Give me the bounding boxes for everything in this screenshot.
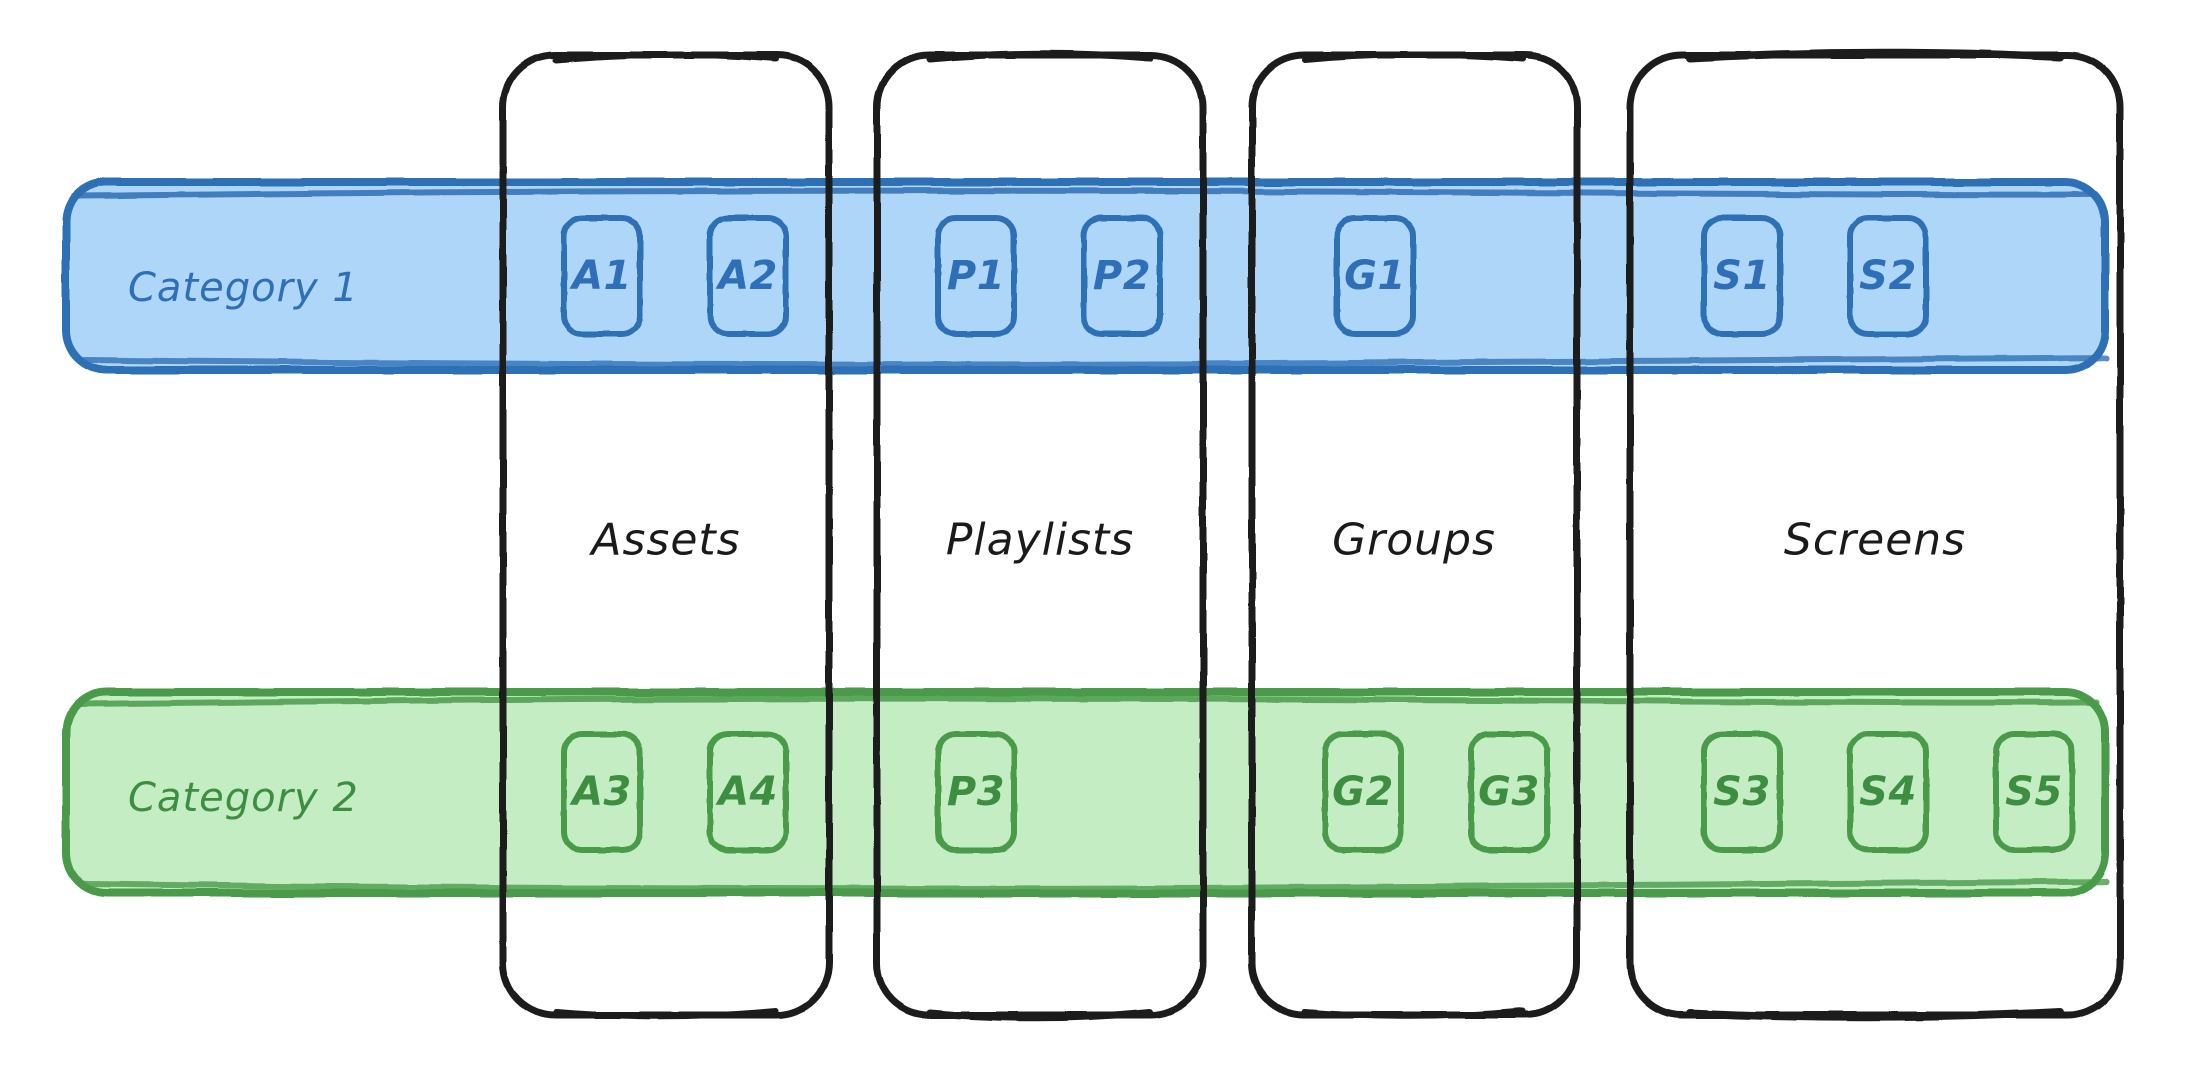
column-playlists-sketch-bottom — [926, 1008, 1154, 1022]
column-playlists-sketch-top — [926, 50, 1154, 63]
column-groups[interactable] — [1248, 51, 1581, 1020]
band-category-2-rect — [62, 688, 2109, 897]
chip-s5-shape[interactable] — [1993, 731, 2075, 853]
chip-group-category-2 — [561, 731, 2075, 853]
chip-a4-shape[interactable] — [707, 731, 789, 853]
chip-label-a3[interactable]: A3 — [572, 769, 632, 815]
chip-label-s1[interactable]: S1 — [1713, 253, 1771, 299]
chip-p2-shape[interactable] — [1081, 215, 1163, 337]
band-label-category-2: Category 2 — [128, 775, 359, 821]
column-groups-sketch-top — [1302, 51, 1526, 63]
chip-label-s4[interactable]: S4 — [1859, 769, 1917, 815]
chip-label-p3[interactable]: P3 — [946, 769, 1006, 815]
band-label-category-1: Category 1 — [128, 265, 359, 311]
chip-s4-shape[interactable] — [1847, 731, 1929, 853]
chip-label-p1[interactable]: P1 — [946, 253, 1006, 299]
band-category-2-sketch-bottom — [81, 878, 2109, 892]
column-label-assets: Assets — [591, 514, 741, 566]
column-groups-sketch-bottom — [1302, 1008, 1526, 1020]
chip-label-p2[interactable]: P2 — [1092, 253, 1152, 299]
chip-a3-shape[interactable] — [561, 731, 643, 853]
chip-label-s2[interactable]: S2 — [1859, 253, 1917, 299]
chip-label-g3[interactable]: G3 — [1478, 769, 1540, 815]
chip-label-s5[interactable]: S5 — [2005, 769, 2063, 815]
column-assets[interactable] — [499, 51, 833, 1020]
chip-g3-shape[interactable] — [1468, 731, 1550, 853]
chip-label-g1[interactable]: G1 — [1344, 253, 1406, 299]
column-assets-sketch-top — [553, 51, 779, 63]
chip-g2-shape[interactable] — [1322, 731, 1404, 853]
column-label-groups: Groups — [1332, 514, 1496, 566]
column-label-screens: Screens — [1783, 514, 1967, 566]
chip-s1-shape[interactable] — [1701, 215, 1783, 337]
chip-label-a2[interactable]: A2 — [718, 253, 778, 299]
chip-a1-shape[interactable] — [561, 215, 643, 337]
chip-s3-shape[interactable] — [1701, 731, 1783, 853]
band-category-2[interactable] — [62, 688, 2109, 897]
column-label-playlists: Playlists — [945, 514, 1135, 566]
chip-p1-shape[interactable] — [935, 215, 1017, 337]
chip-group-category-1 — [561, 215, 1929, 337]
column-playlists[interactable] — [873, 50, 1207, 1022]
chip-label-a1[interactable]: A1 — [572, 253, 632, 299]
column-screens-sketch-top — [1686, 48, 2064, 62]
column-assets-sketch-bottom — [553, 1008, 779, 1020]
chip-g1-shape[interactable] — [1334, 215, 1416, 337]
band-category-1-sketch-bottom — [81, 354, 2109, 368]
chip-a2-shape[interactable] — [707, 215, 789, 337]
column-screens[interactable] — [1626, 48, 2124, 1022]
chip-p3-shape[interactable] — [935, 731, 1017, 853]
chip-label-s3[interactable]: S3 — [1713, 769, 1771, 815]
chip-s2-shape[interactable] — [1847, 215, 1929, 337]
chip-label-g2[interactable]: G2 — [1332, 769, 1394, 815]
chip-label-a4[interactable]: A4 — [718, 769, 778, 815]
column-screens-sketch-bottom — [1686, 1008, 2064, 1022]
